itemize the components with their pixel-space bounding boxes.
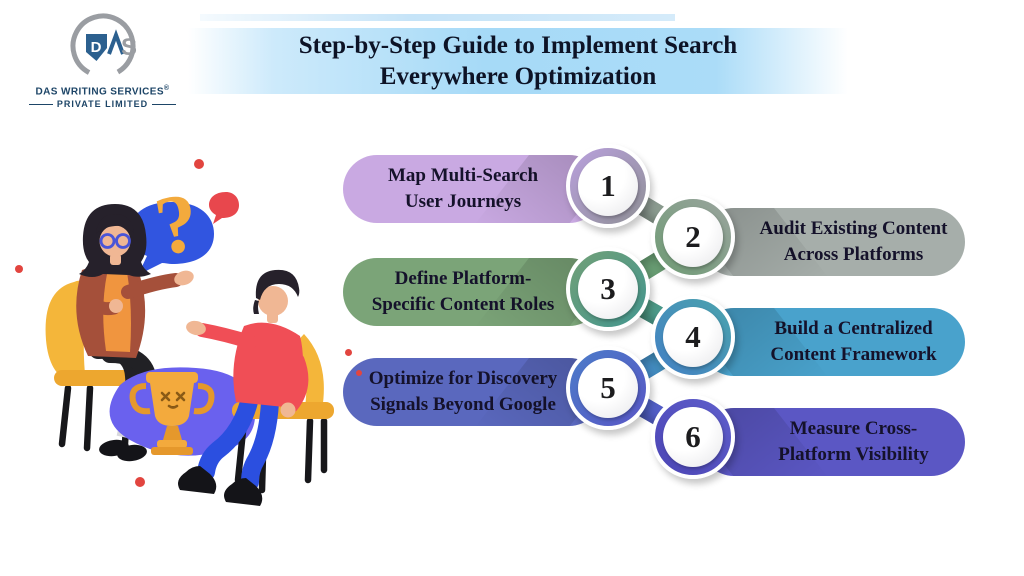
- decor-dots: [15, 159, 204, 487]
- step-label: Content Framework: [770, 344, 937, 365]
- step-label: Specific Content Roles: [371, 294, 555, 315]
- logo-letter-s: S: [120, 34, 136, 61]
- registered-mark: ®: [163, 85, 170, 92]
- logo-company-suffix: PRIVATE LIMITED: [20, 99, 185, 109]
- step-number-badge-4: 4: [651, 295, 735, 379]
- title-banner: Step-by-Step Guide to Implement Search E…: [188, 28, 848, 94]
- step-pill-4: Build a Centralized Content Framework: [700, 308, 965, 376]
- das-logo-icon: D S: [69, 13, 137, 79]
- brand-logo: D S DAS WRITING SERVICES® PRIVATE LIMITE…: [20, 8, 185, 109]
- step-label: Signals Beyond Google: [370, 394, 556, 415]
- step-label: Audit Existing Content: [759, 218, 948, 239]
- step-pill-6: Measure Cross- Platform Visibility: [700, 408, 965, 476]
- step-pill-5: Optimize for Discovery Signals Beyond Go…: [343, 358, 603, 426]
- page-title-line2: Everywhere Optimization: [379, 63, 657, 90]
- man-illustration: [178, 269, 334, 506]
- step-label: Measure Cross-: [789, 418, 918, 439]
- accent-dot: [356, 370, 362, 376]
- step-number-badge-3: 3: [566, 247, 650, 331]
- illustration: ?: [10, 140, 340, 570]
- banner-accent-strip: [200, 14, 675, 21]
- chat-bubble-icon: [209, 192, 239, 224]
- step-pill-1: Map Multi-Search User Journeys: [343, 155, 603, 223]
- logo-letter-d: D: [90, 39, 101, 56]
- accent-dot: [345, 349, 352, 356]
- step-label: Map Multi-Search: [387, 165, 539, 186]
- step-label: User Journeys: [404, 191, 522, 212]
- step-number-badge-2: 2: [651, 195, 735, 279]
- step-number-badge-1: 1: [566, 144, 650, 228]
- step-label: Platform Visibility: [778, 444, 929, 465]
- step-number-badge-5: 5: [566, 346, 650, 430]
- step-pill-2: Audit Existing Content Across Platforms: [700, 208, 965, 276]
- step-pill-3: Define Platform- Specific Content Roles: [343, 258, 603, 326]
- step-number-badge-6: 6: [651, 395, 735, 479]
- woman-illustration: [45, 204, 194, 462]
- step-label: Across Platforms: [783, 244, 924, 265]
- step-label: Build a Centralized: [774, 318, 933, 339]
- logo-company-name: DAS WRITING SERVICES®: [35, 85, 170, 98]
- step-label: Define Platform-: [394, 268, 532, 289]
- page-title-line1: Step-by-Step Guide to Implement Search: [298, 32, 738, 59]
- step-label: Optimize for Discovery: [368, 368, 558, 389]
